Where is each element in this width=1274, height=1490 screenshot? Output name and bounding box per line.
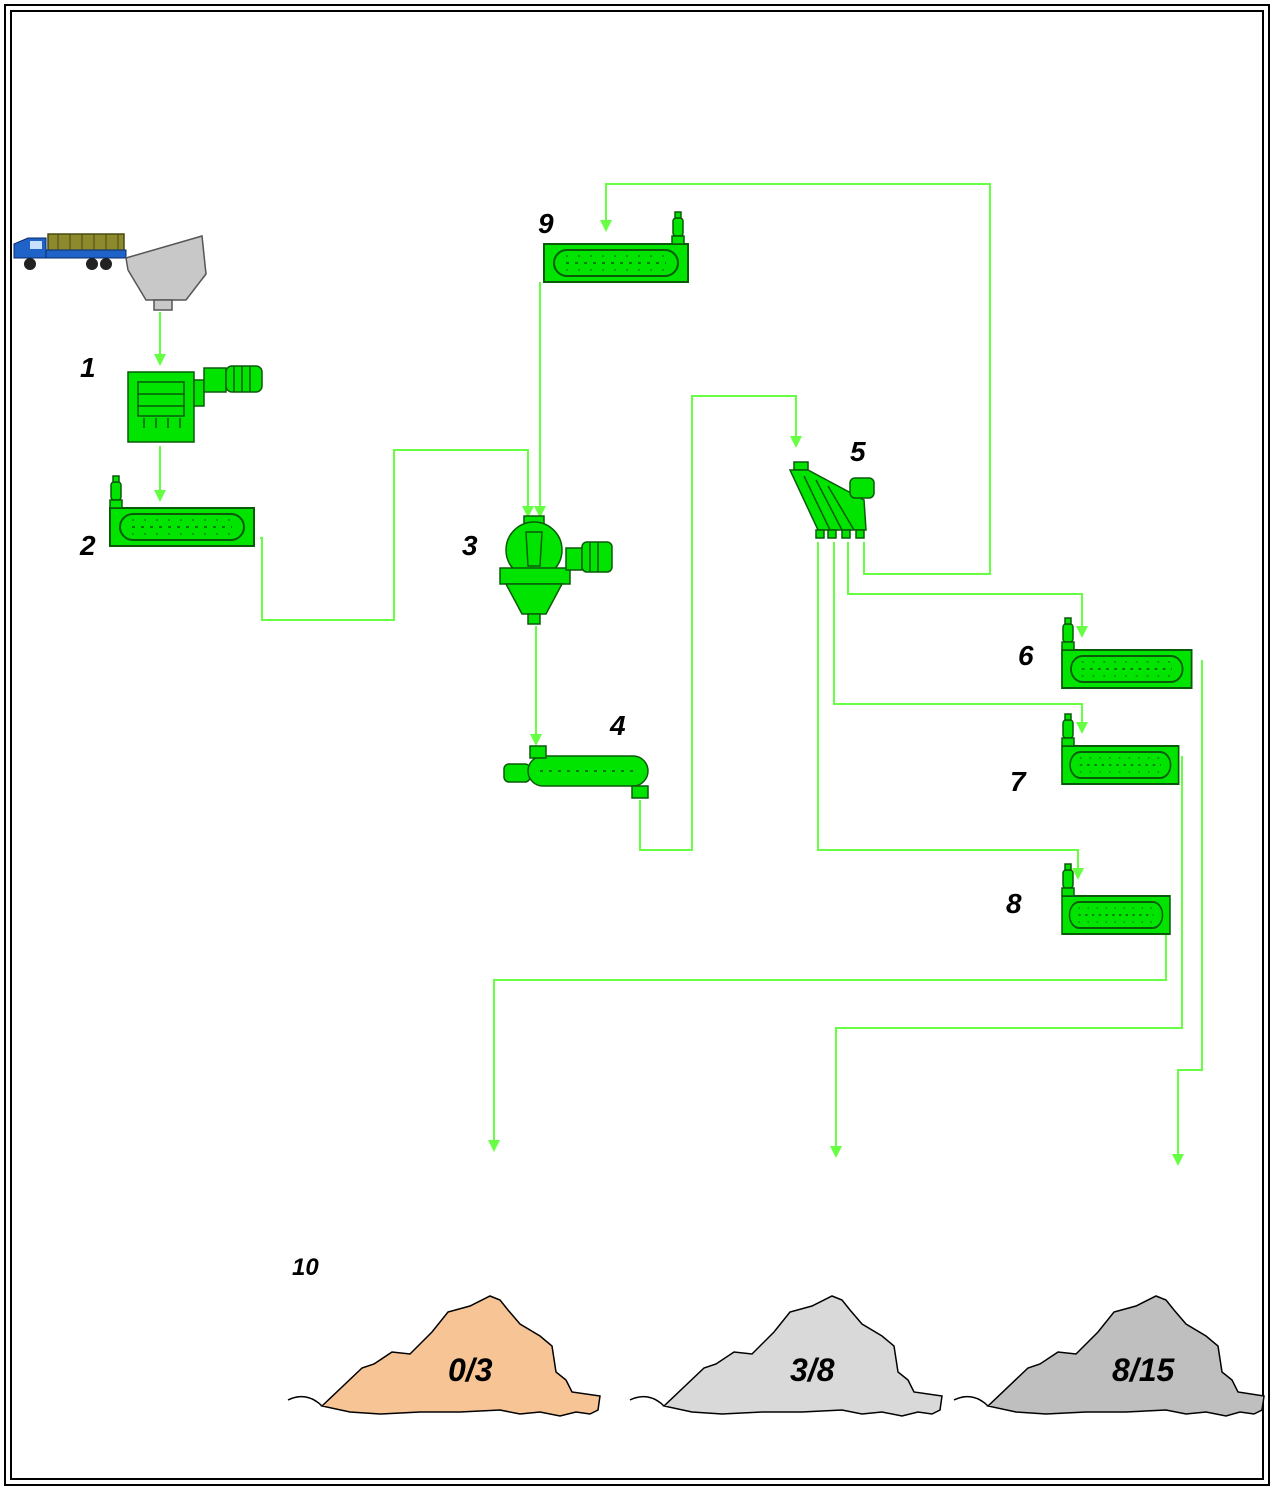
label-8: 8	[1006, 890, 1022, 918]
flow-8-to-pile-1	[494, 934, 1166, 1146]
equipment-5-icon	[790, 462, 874, 538]
equipment-4-icon	[504, 746, 648, 798]
label-1: 1	[80, 354, 96, 382]
flow-5-to-6	[848, 542, 1082, 632]
flow-5-to-7	[834, 542, 1082, 728]
stockpile-3	[954, 1296, 1264, 1416]
flow-4-to-5	[640, 396, 796, 850]
label-10: 10	[292, 1256, 319, 1280]
truck-icon	[14, 234, 126, 270]
pile-label-1: 0/3	[448, 1354, 492, 1386]
pile-label-3: 8/15	[1112, 1354, 1174, 1386]
label-5: 5	[850, 438, 866, 466]
equipment-1-icon	[128, 366, 262, 442]
equipment-2-icon	[110, 476, 254, 546]
flow-lines	[160, 184, 1202, 1160]
label-7: 7	[1010, 768, 1026, 796]
stockpile-2	[630, 1296, 942, 1416]
flow-2-to-3	[260, 450, 528, 620]
label-4: 4	[610, 712, 626, 740]
flow-5-to-8	[818, 542, 1078, 874]
equipment-8-icon	[1062, 864, 1170, 934]
pile-label-2: 3/8	[790, 1354, 834, 1386]
label-2: 2	[80, 532, 96, 560]
feed-hopper-icon	[126, 236, 206, 310]
equipment-9-icon	[544, 212, 688, 282]
equipment-7-icon	[1062, 714, 1179, 784]
flow-5-to-9	[606, 184, 990, 574]
equipment-3-icon	[500, 516, 612, 624]
label-6: 6	[1018, 642, 1034, 670]
label-3: 3	[462, 532, 478, 560]
flow-7-to-pile-2	[836, 756, 1182, 1152]
label-9: 9	[538, 210, 554, 238]
stockpile-1	[288, 1296, 600, 1416]
